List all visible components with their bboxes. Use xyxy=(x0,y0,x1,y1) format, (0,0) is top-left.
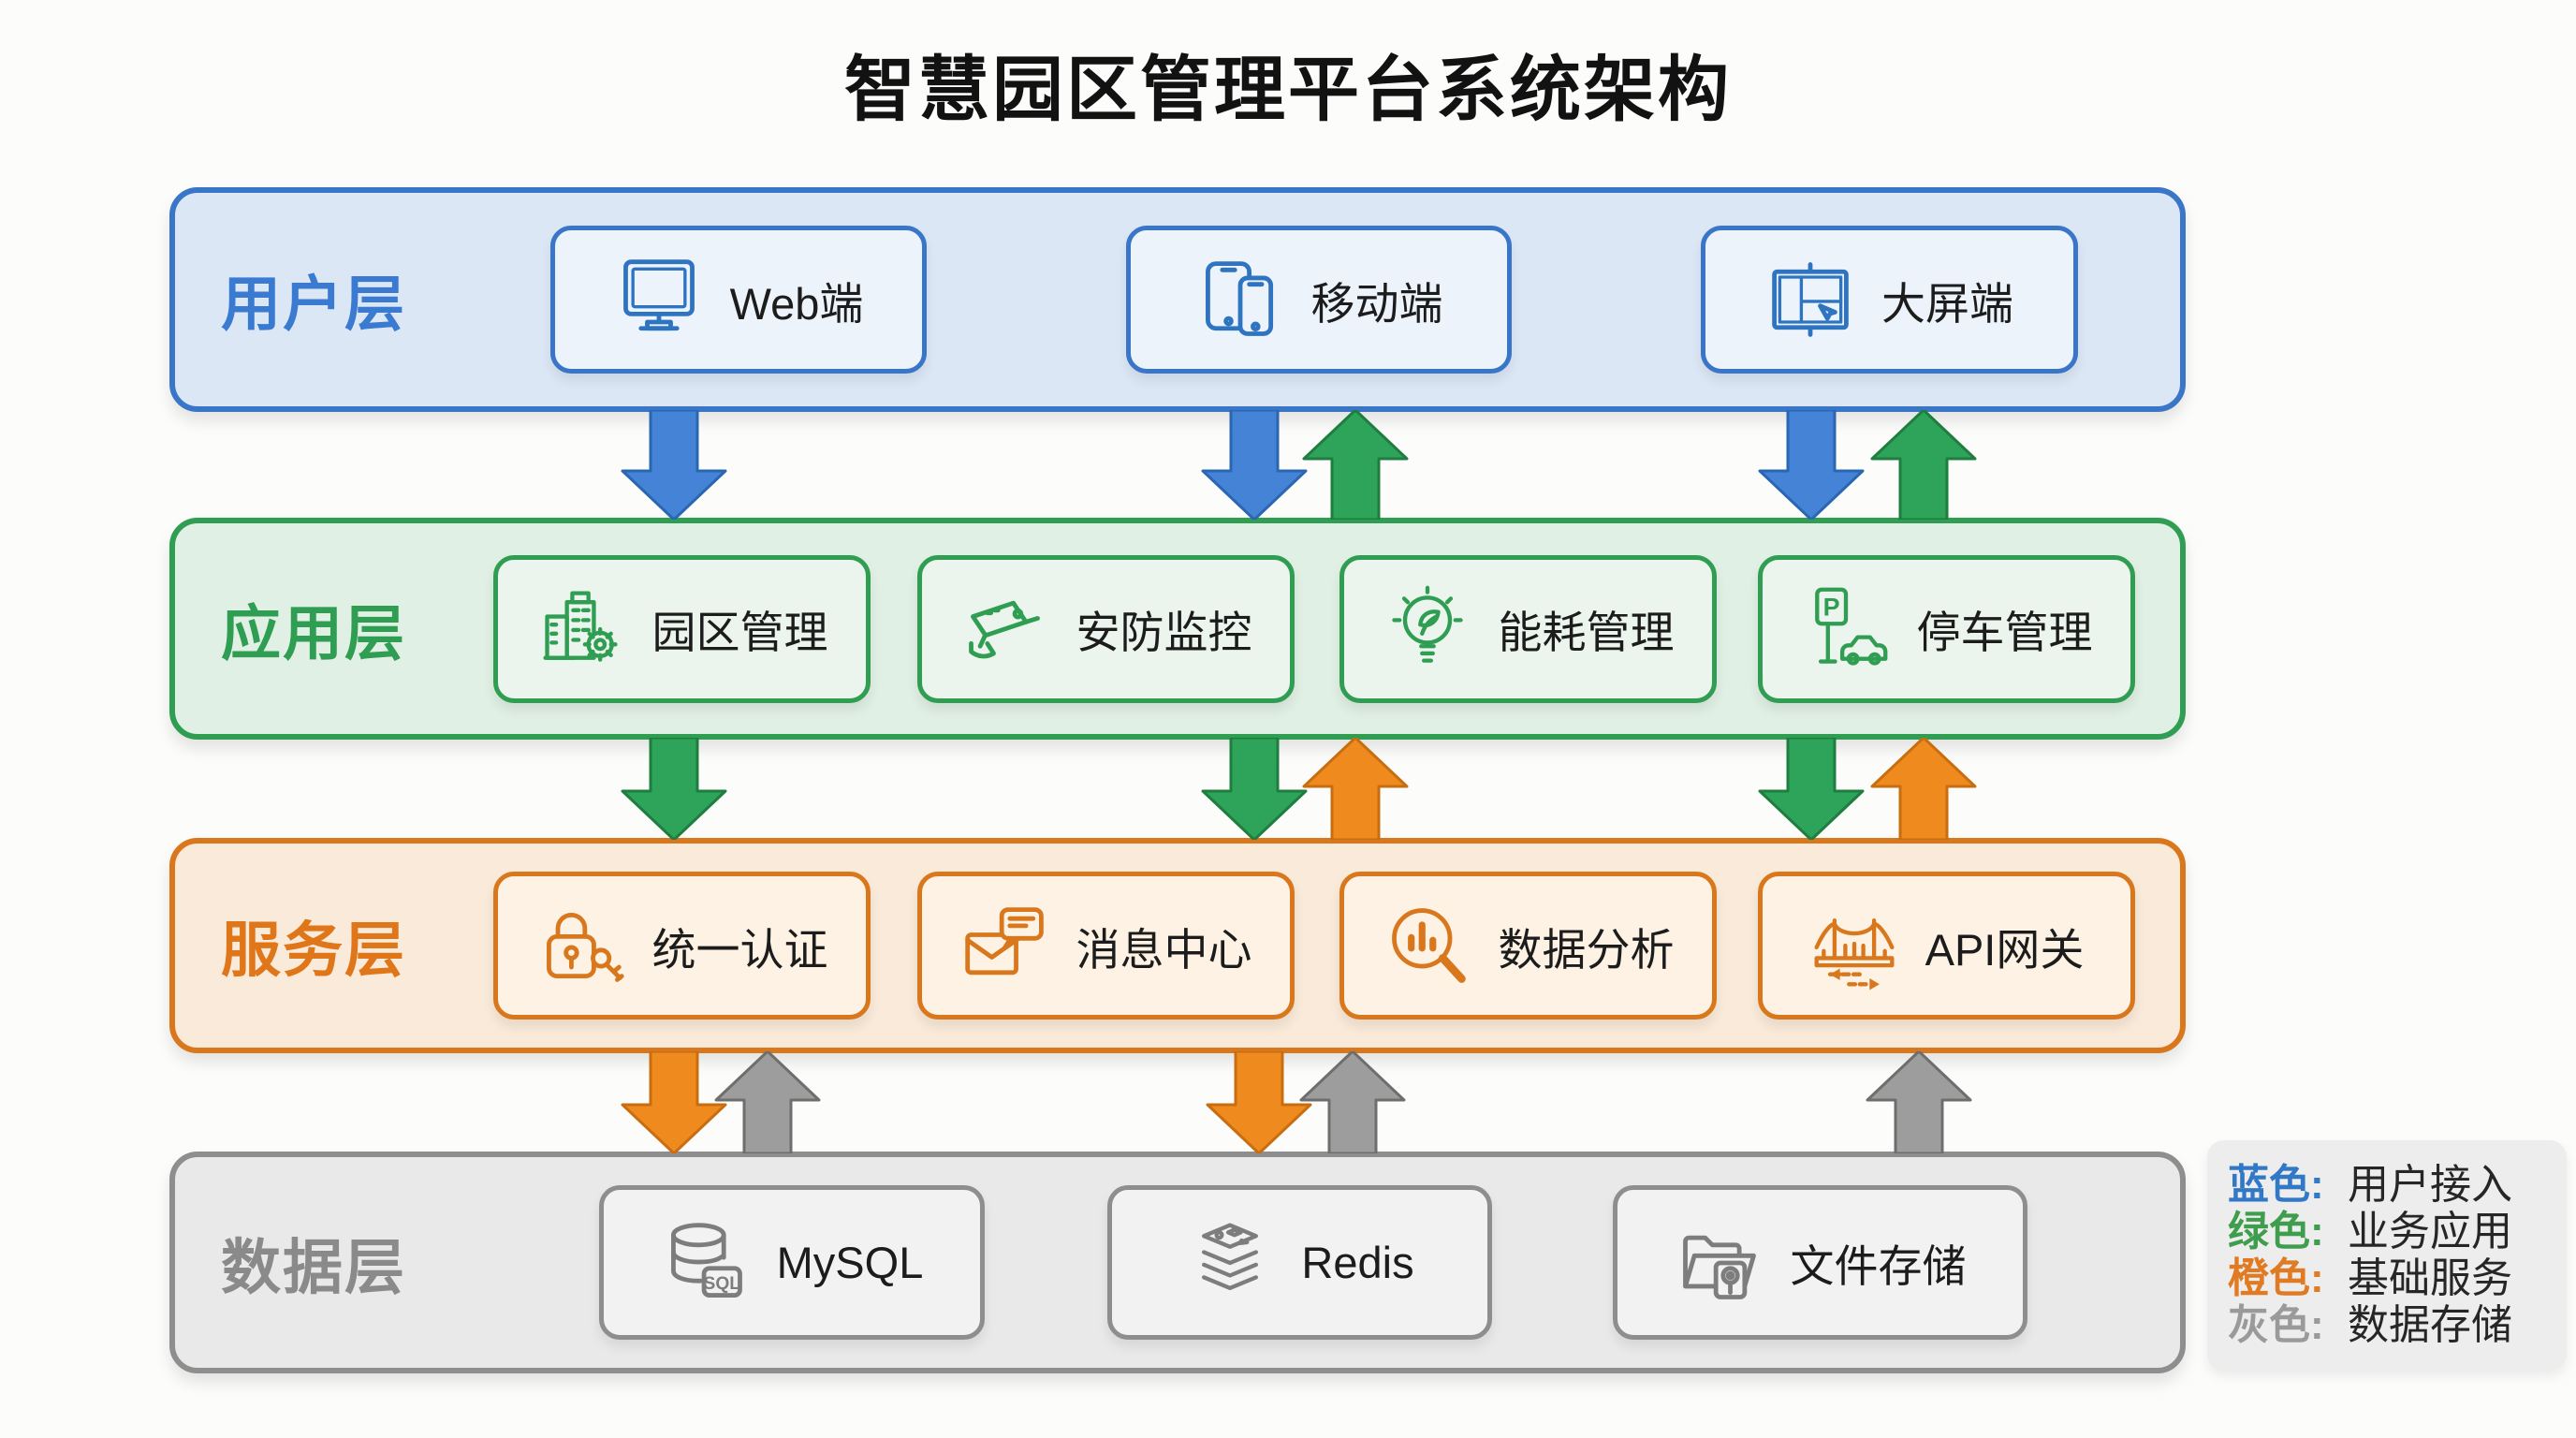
node-app-3: P 停车管理 xyxy=(1758,554,2135,703)
building-gear-icon xyxy=(536,584,626,674)
node-label: 安防监控 xyxy=(1076,608,1252,657)
node-label: 大屏端 xyxy=(1881,278,2013,329)
parking-car-icon: P xyxy=(1801,584,1891,674)
node-app-0: 园区管理 xyxy=(493,554,871,703)
mobile-devices-icon xyxy=(1195,255,1285,345)
diagram-title: 智慧园区管理平台系统架构 xyxy=(844,51,1732,130)
legend-key: 绿色: xyxy=(2228,1209,2324,1255)
node-label: Redis xyxy=(1301,1238,1414,1287)
node-label: 统一认证 xyxy=(651,924,828,975)
layer-label-data: 数据层 xyxy=(221,1233,406,1301)
chart-magnifier-icon xyxy=(1383,901,1472,990)
legend-key: 橙色: xyxy=(2228,1255,2324,1301)
arrow-gray-up xyxy=(1865,1049,1973,1158)
monitor-icon xyxy=(614,255,704,345)
arrow-orange-up xyxy=(1869,736,1978,844)
arrow-blue-down xyxy=(1757,408,1866,524)
node-service-3: API网关 xyxy=(1758,872,2135,1020)
arrow-blue-down xyxy=(1200,408,1309,524)
node-user-0: Web端 xyxy=(550,226,927,374)
svg-text:SQL: SQL xyxy=(703,1273,740,1293)
node-service-0: 统一认证 xyxy=(493,872,871,1020)
node-label: 移动端 xyxy=(1310,278,1443,329)
legend-value: 用户接入 xyxy=(2348,1162,2512,1208)
legend-value: 业务应用 xyxy=(2348,1209,2512,1255)
legend: 蓝色: 用户接入绿色: 业务应用橙色: 基础服务灰色: 数据存储 xyxy=(2207,1140,2567,1371)
legend-value: 基础服务 xyxy=(2348,1255,2512,1301)
layer-label-app: 应用层 xyxy=(221,599,406,668)
svg-text:P: P xyxy=(1822,593,1839,621)
node-data-0: SQL MySQL xyxy=(599,1185,985,1340)
node-label: MySQL xyxy=(776,1238,924,1287)
legend-item: 灰色: 数据存储 xyxy=(2228,1305,2550,1346)
arrow-orange-down xyxy=(1205,1049,1313,1158)
bulb-leaf-icon xyxy=(1383,584,1472,674)
node-label: API网关 xyxy=(1925,924,2085,975)
arrow-green-up xyxy=(1869,408,1978,524)
arrow-green-down xyxy=(620,736,728,844)
big-screen-icon xyxy=(1765,255,1855,345)
lock-key-icon xyxy=(536,901,626,990)
node-label: 能耗管理 xyxy=(1498,608,1675,657)
arrow-gray-up xyxy=(713,1049,822,1158)
node-app-1: 安防监控 xyxy=(917,554,1295,703)
node-app-2: 能耗管理 xyxy=(1339,554,1717,703)
node-label: 文件存储 xyxy=(1790,1241,1967,1291)
message-center-icon xyxy=(960,901,1050,990)
cctv-camera-icon xyxy=(960,584,1050,674)
legend-item: 橙色: 基础服务 xyxy=(2228,1258,2550,1299)
arrow-green-down xyxy=(1200,736,1309,844)
redis-stack-icon xyxy=(1185,1218,1275,1308)
node-label: 数据分析 xyxy=(1498,924,1675,975)
arrow-green-down xyxy=(1757,736,1866,844)
arrow-orange-down xyxy=(620,1049,728,1158)
legend-key: 蓝色: xyxy=(2228,1162,2324,1208)
layer-label-user: 用户层 xyxy=(221,271,406,338)
node-label: Web端 xyxy=(729,278,864,329)
database-sql-icon: SQL xyxy=(661,1218,751,1308)
arrow-green-up xyxy=(1301,408,1410,524)
arrow-orange-up xyxy=(1301,736,1410,844)
node-user-2: 大屏端 xyxy=(1701,226,2078,374)
folder-storage-icon xyxy=(1675,1218,1764,1308)
node-data-2: 文件存储 xyxy=(1613,1185,2027,1340)
legend-item: 绿色: 业务应用 xyxy=(2228,1211,2550,1253)
node-service-1: 消息中心 xyxy=(917,872,1295,1020)
node-data-1: Redis xyxy=(1107,1185,1492,1340)
node-user-1: 移动端 xyxy=(1126,226,1512,374)
node-service-2: 数据分析 xyxy=(1339,872,1717,1020)
arrow-blue-down xyxy=(620,408,728,524)
node-label: 停车管理 xyxy=(1916,608,2093,657)
node-label: 园区管理 xyxy=(651,608,828,657)
arrow-gray-up xyxy=(1298,1049,1407,1158)
legend-value: 数据存储 xyxy=(2348,1302,2512,1348)
layer-label-service: 服务层 xyxy=(221,917,406,984)
node-label: 消息中心 xyxy=(1076,924,1252,975)
legend-item: 蓝色: 用户接入 xyxy=(2228,1165,2550,1206)
gateway-bridge-icon xyxy=(1809,901,1899,990)
legend-key: 灰色: xyxy=(2228,1302,2324,1348)
